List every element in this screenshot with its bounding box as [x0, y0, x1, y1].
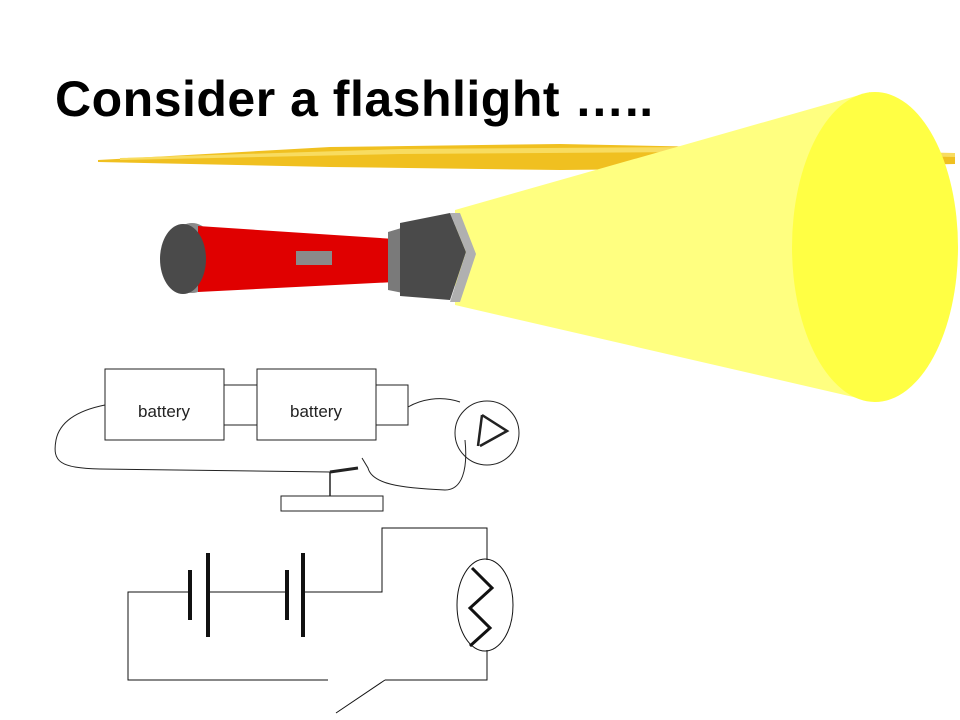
switch-lever — [329, 466, 359, 474]
battery-1-terminal-gap — [223, 384, 258, 426]
wire-left — [54, 404, 331, 473]
schematic-wire-left — [127, 591, 328, 681]
schematic-filament — [467, 566, 495, 648]
battery-box-2 — [256, 368, 377, 441]
bulb-filament — [479, 413, 510, 448]
battery-label-1: battery — [138, 402, 190, 421]
battery-label-2: battery — [290, 402, 342, 421]
flashlight-tail-cap — [160, 224, 206, 294]
wire-bulb-bottom — [361, 439, 467, 491]
beam-end — [792, 92, 958, 402]
slide-title: Consider a flashlight ….. — [55, 71, 654, 127]
flashlight-switch — [296, 251, 332, 265]
bulb-filament-stem — [476, 414, 484, 447]
bulb-globe — [454, 400, 520, 466]
pictorial-circuit: battery battery — [54, 368, 520, 512]
battery-2-terminal — [375, 384, 409, 426]
wire-right — [407, 398, 461, 408]
schematic-bulb — [456, 558, 514, 652]
light-beam — [455, 92, 958, 402]
switch-base — [280, 495, 384, 512]
beam-cone — [455, 92, 875, 402]
battery-box-1 — [104, 368, 225, 441]
schematic-switch-arm — [335, 679, 386, 714]
flashlight — [160, 213, 476, 302]
schematic-circuit — [127, 527, 514, 714]
flashlight-head — [400, 213, 466, 300]
schematic-wire-right — [303, 527, 488, 593]
schematic-wire-bottom — [385, 650, 488, 681]
flashlight-lens-rim — [450, 213, 476, 302]
